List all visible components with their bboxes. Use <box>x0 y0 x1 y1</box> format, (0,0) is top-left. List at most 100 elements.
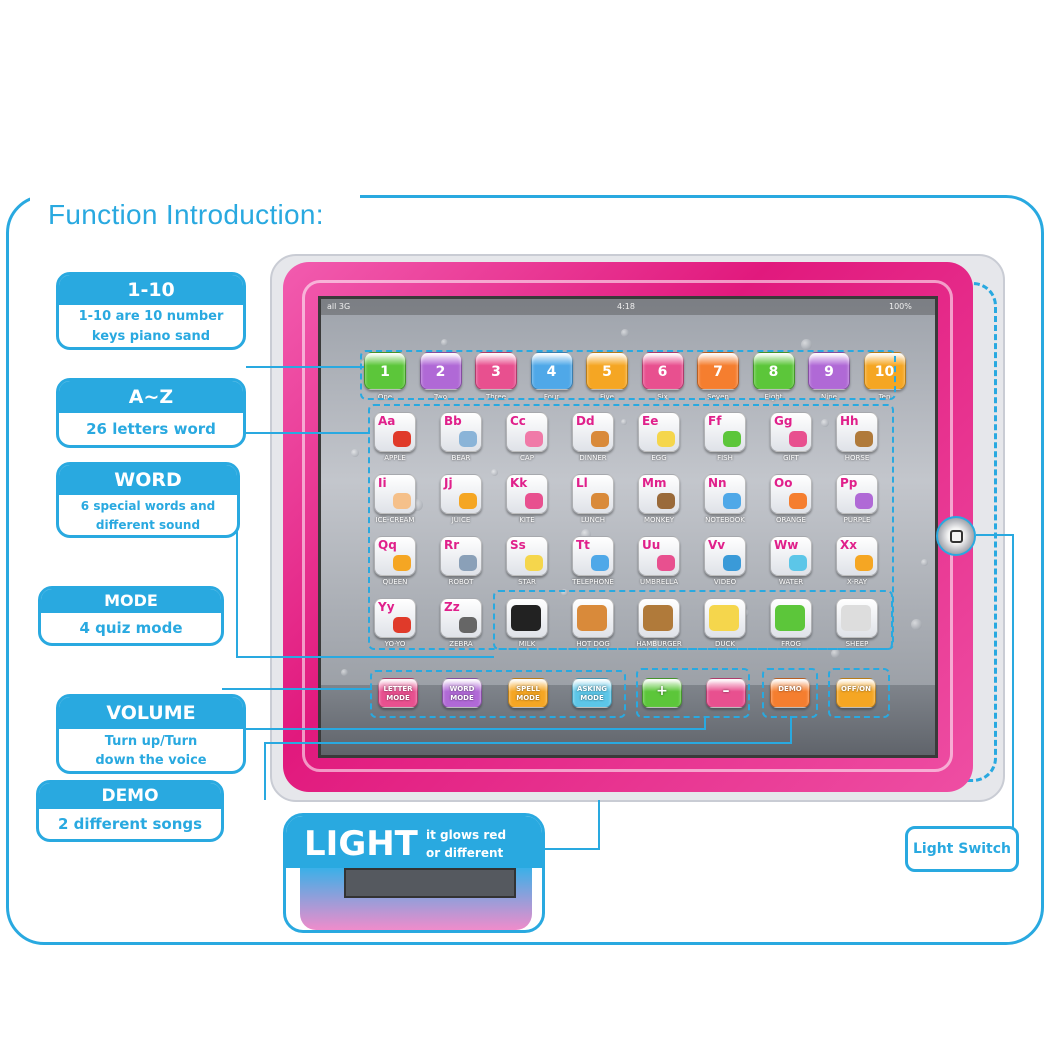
letter-key-pp[interactable]: Pp <box>836 474 878 514</box>
letter-key-ff[interactable]: Ff <box>704 412 746 452</box>
number-key-7[interactable]: 7 <box>697 352 739 390</box>
letter-key-zz[interactable]: Zz <box>440 598 482 638</box>
letter-picture-icon <box>855 555 873 571</box>
water-droplet <box>351 449 359 457</box>
letter-key-qq[interactable]: Qq <box>374 536 416 576</box>
number-key-9[interactable]: 9 <box>808 352 850 390</box>
letter-key-ll[interactable]: Ll <box>572 474 614 514</box>
letter-picture-icon <box>657 555 675 571</box>
word-key-milk[interactable] <box>506 598 548 638</box>
letter-key-vv[interactable]: Vv <box>704 536 746 576</box>
status-bar: all 3G 4:18 100% <box>321 299 935 315</box>
word-key-hamburger[interactable] <box>638 598 680 638</box>
letter-key-letter: Tt <box>576 538 590 552</box>
mode-key-word-mode[interactable]: WORD MODE <box>442 678 482 708</box>
letter-key-dd[interactable]: Dd <box>572 412 614 452</box>
home-square-icon <box>950 530 963 543</box>
letter-key-yy[interactable]: Yy <box>374 598 416 638</box>
letter-key-word: X-RAY <box>846 578 868 586</box>
letter-key-hh[interactable]: Hh <box>836 412 878 452</box>
letter-key-xx[interactable]: Xx <box>836 536 878 576</box>
letter-key-tt[interactable]: Tt <box>572 536 614 576</box>
letter-key-ss[interactable]: Ss <box>506 536 548 576</box>
connector-demo-horizontal <box>264 742 792 744</box>
volume-callout: VOLUME Turn up/Turn down the voice <box>56 694 246 774</box>
volume-callout-title: VOLUME <box>59 697 243 729</box>
letter-key-cc[interactable]: Cc <box>506 412 548 452</box>
word-key-hot-dog[interactable] <box>572 598 614 638</box>
status-signal: all 3G <box>327 302 351 311</box>
mode-key-demo[interactable]: DEMO <box>770 678 810 708</box>
light-callout-line2: or different <box>426 846 504 860</box>
letter-key-rr[interactable]: Rr <box>440 536 482 576</box>
letter-key-ee[interactable]: Ee <box>638 412 680 452</box>
letter-key-nn[interactable]: Nn <box>704 474 746 514</box>
number-key-label: Two <box>433 393 448 401</box>
letter-picture-icon <box>459 431 477 447</box>
letter-key-oo[interactable]: Oo <box>770 474 812 514</box>
light-preview-screen <box>344 868 516 898</box>
letter-key-letter: Ss <box>510 538 526 552</box>
word-key-sheep[interactable] <box>836 598 878 638</box>
letter-key-gg[interactable]: Gg <box>770 412 812 452</box>
mode-key-spell-mode[interactable]: SPELL MODE <box>508 678 548 708</box>
number-key-3[interactable]: 3 <box>475 352 517 390</box>
number-key-8[interactable]: 8 <box>752 352 795 390</box>
number-key-1[interactable]: 1 <box>364 352 406 390</box>
letter-picture-icon <box>393 431 411 447</box>
letter-key-ww[interactable]: Ww <box>770 536 812 576</box>
letter-key-bb[interactable]: Bb <box>440 412 482 452</box>
letter-key-word: QUEEN <box>382 578 408 586</box>
letters-callout: A~Z 26 letters word <box>56 378 246 448</box>
letter-picture-icon <box>525 555 543 571</box>
number-key-10[interactable]: 10 <box>863 352 906 390</box>
water-droplet <box>581 529 591 539</box>
letter-key-letter: Gg <box>774 414 793 428</box>
letter-key-kk[interactable]: Kk <box>506 474 548 514</box>
letter-key-letter: Qq <box>378 538 397 552</box>
letter-key-aa[interactable]: Aa <box>374 412 416 452</box>
connector-switch-horizontal <box>976 534 1014 536</box>
letter-key-word: TELEPHONE <box>572 578 614 586</box>
letter-key-word: KITE <box>519 516 535 524</box>
mode-keys-highlight <box>370 670 626 718</box>
number-keys-highlight <box>360 350 896 400</box>
number-key-label: Six <box>657 393 668 401</box>
connector-mode <box>222 688 372 690</box>
word-key-frog[interactable] <box>770 598 812 638</box>
number-key-2[interactable]: 2 <box>419 352 462 390</box>
letters-callout-body: 26 letters word <box>86 420 216 438</box>
letter-picture-icon <box>855 431 873 447</box>
word-key-label: FROG <box>781 640 801 648</box>
title-background <box>30 180 360 220</box>
word-picture-icon <box>775 605 805 631</box>
letter-key-jj[interactable]: Jj <box>440 474 482 514</box>
word-key-label: DUCK <box>715 640 735 648</box>
water-droplet <box>441 339 448 346</box>
numbers-callout-title: 1-10 <box>59 275 243 305</box>
number-key-label: Five <box>600 393 614 401</box>
letter-picture-icon <box>459 493 477 509</box>
light-switch-button[interactable] <box>936 516 976 556</box>
connector-word-vertical <box>236 530 238 658</box>
letter-key-ii[interactable]: Ii <box>374 474 416 514</box>
word-key-duck[interactable] <box>704 598 746 638</box>
word-key-label: MILK <box>518 640 536 648</box>
mode-key-volume-up[interactable]: + <box>642 678 682 708</box>
mode-key-volume-down[interactable]: – <box>706 678 746 708</box>
letter-picture-icon <box>723 493 741 509</box>
function-frame <box>6 195 1044 945</box>
number-key-5[interactable]: 5 <box>586 352 628 390</box>
mode-key-power[interactable]: OFF/ON <box>836 678 876 708</box>
letters-callout-title: A~Z <box>59 381 243 413</box>
letter-key-uu[interactable]: Uu <box>638 536 680 576</box>
mode-key-asking-mode[interactable]: ASKING MODE <box>572 678 612 708</box>
letter-key-mm[interactable]: Mm <box>638 474 680 514</box>
letter-key-word: YO-YO <box>384 640 406 648</box>
letter-key-word: VIDEO <box>713 578 737 586</box>
letter-key-letter: Hh <box>840 414 859 428</box>
number-key-4[interactable]: 4 <box>530 352 573 390</box>
mode-key-letter-mode[interactable]: LETTER MODE <box>378 678 418 708</box>
number-key-6[interactable]: 6 <box>641 352 684 390</box>
connector-light-horizontal <box>540 848 600 850</box>
